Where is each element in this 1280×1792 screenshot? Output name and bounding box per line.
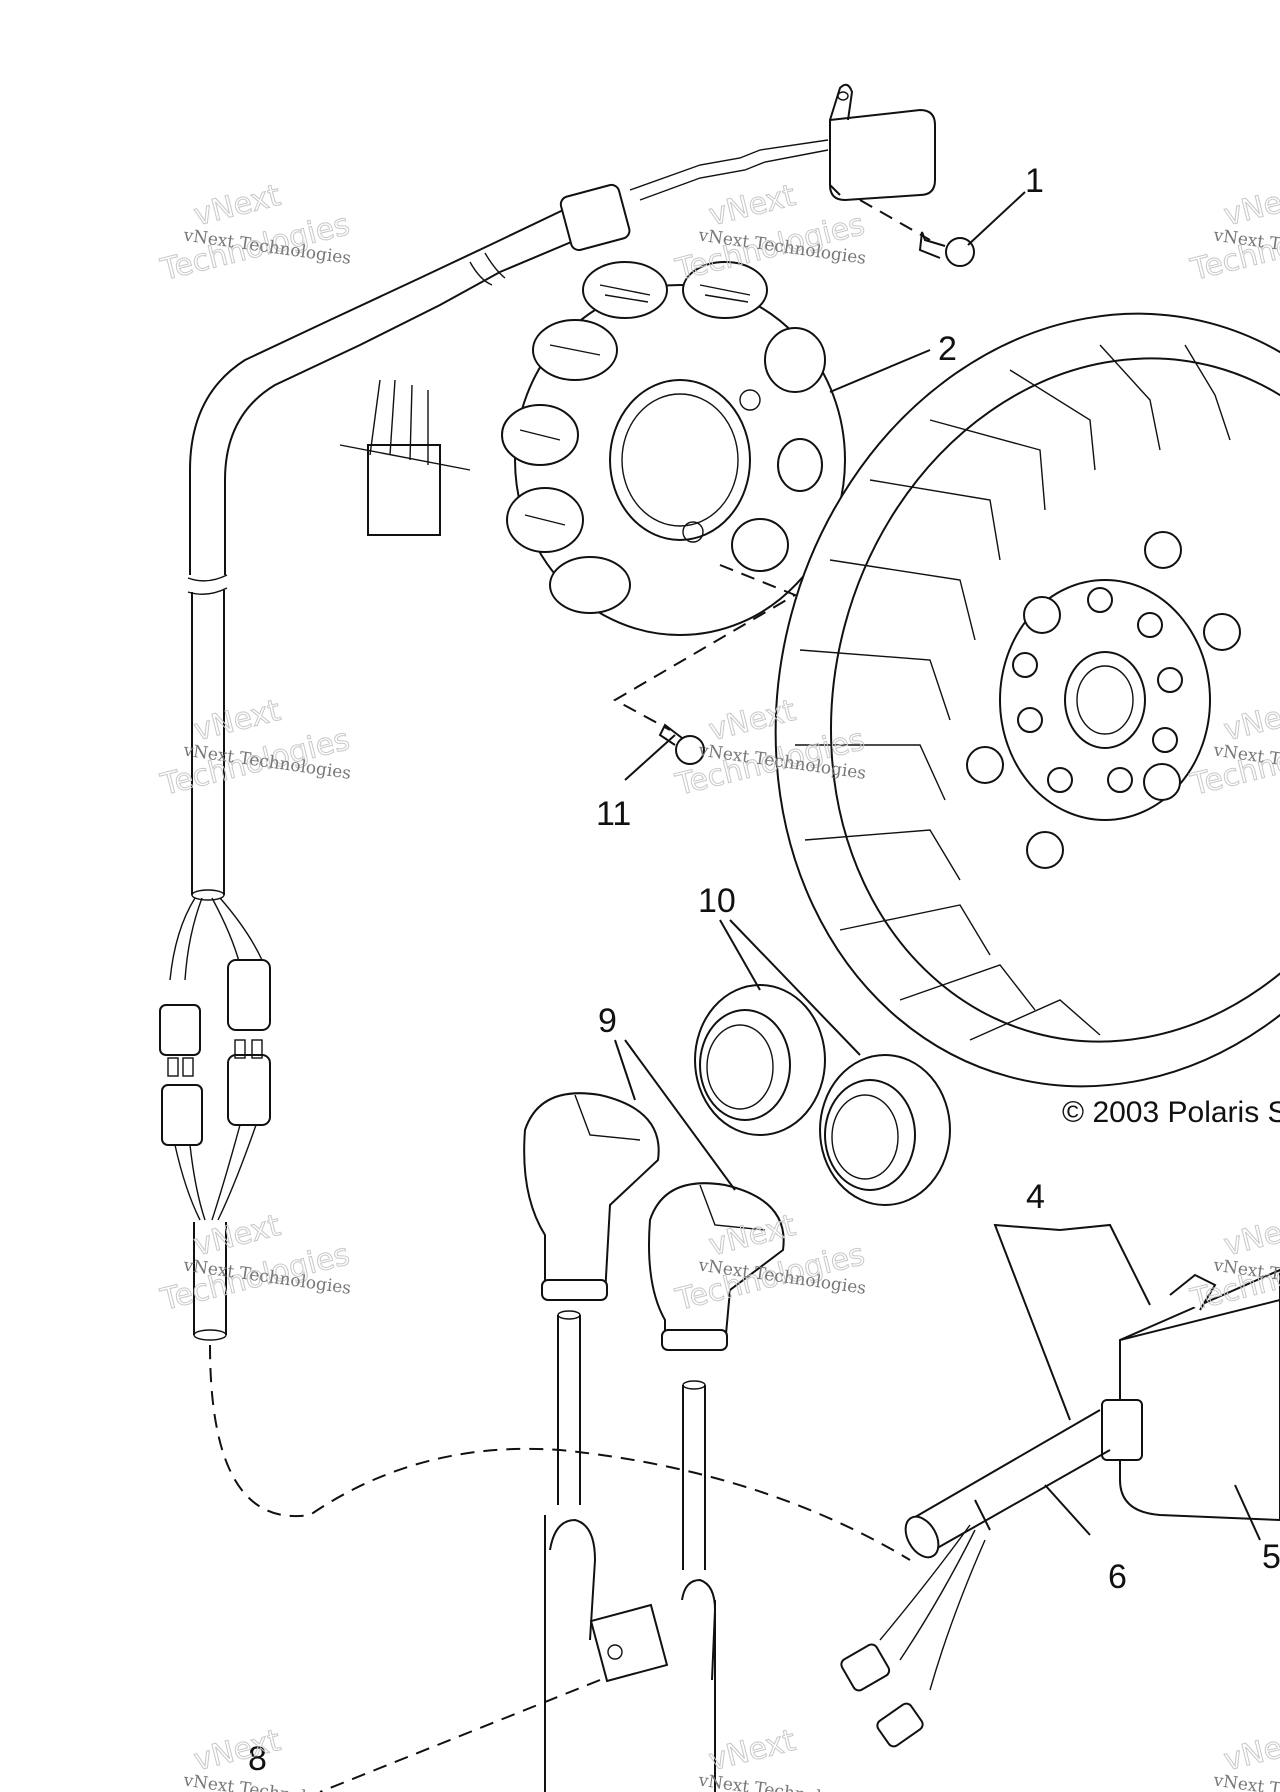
svg-text:vNext: vNext [1220,1208,1280,1263]
bolt [658,723,705,765]
callout-8: 8 [248,1740,267,1778]
watermark: vNext Technologies vNext Technologies [156,693,353,804]
svg-text:vNext Technologies: vNext Technologies [696,1770,867,1792]
wire-harness [159,183,631,1341]
watermark: vNext vNext Technologies [1211,1723,1280,1792]
spark-plug-cap [648,1182,785,1570]
watermark: vNext vNext Technologies [181,1723,352,1792]
callout-1: 1 [1025,162,1044,200]
callout-9: 9 [598,1002,617,1040]
svg-text:vNext: vNext [1220,1723,1280,1778]
cdi-box [840,1268,1280,1748]
bolt [918,231,975,267]
leader-lines [614,191,1261,1541]
spark-plug-cap [523,1092,660,1505]
watermark: vNext Technologies vNext Technologies [156,1208,353,1319]
svg-text:vNext: vNext [705,1723,799,1778]
ignition-coil [319,1515,717,1792]
stator [501,261,846,731]
callout-4: 4 [1026,1178,1045,1216]
callout-11: 11 [596,795,631,833]
svg-text:vNext: vNext [190,1723,284,1778]
flywheel [774,312,1280,1088]
spacer [694,984,826,1136]
watermark: vNext Technologies vNext Technologies [1186,178,1280,289]
callout-5: 5 [1262,1538,1280,1576]
wire-route-dashed [209,1344,911,1561]
spacer [819,1054,951,1206]
watermark: vNext Technologies vNext Technologies [156,178,353,289]
callout-6: 6 [1108,1558,1127,1596]
svg-text:vNext: vNext [1220,178,1280,233]
watermark: vNext vNext Technologies [696,1723,867,1792]
copyright-notice: © 2003 Polaris S [1062,1096,1280,1129]
voltage-regulator [629,83,936,241]
callout-10: 10 [698,882,736,920]
callout-2: 2 [938,330,957,368]
